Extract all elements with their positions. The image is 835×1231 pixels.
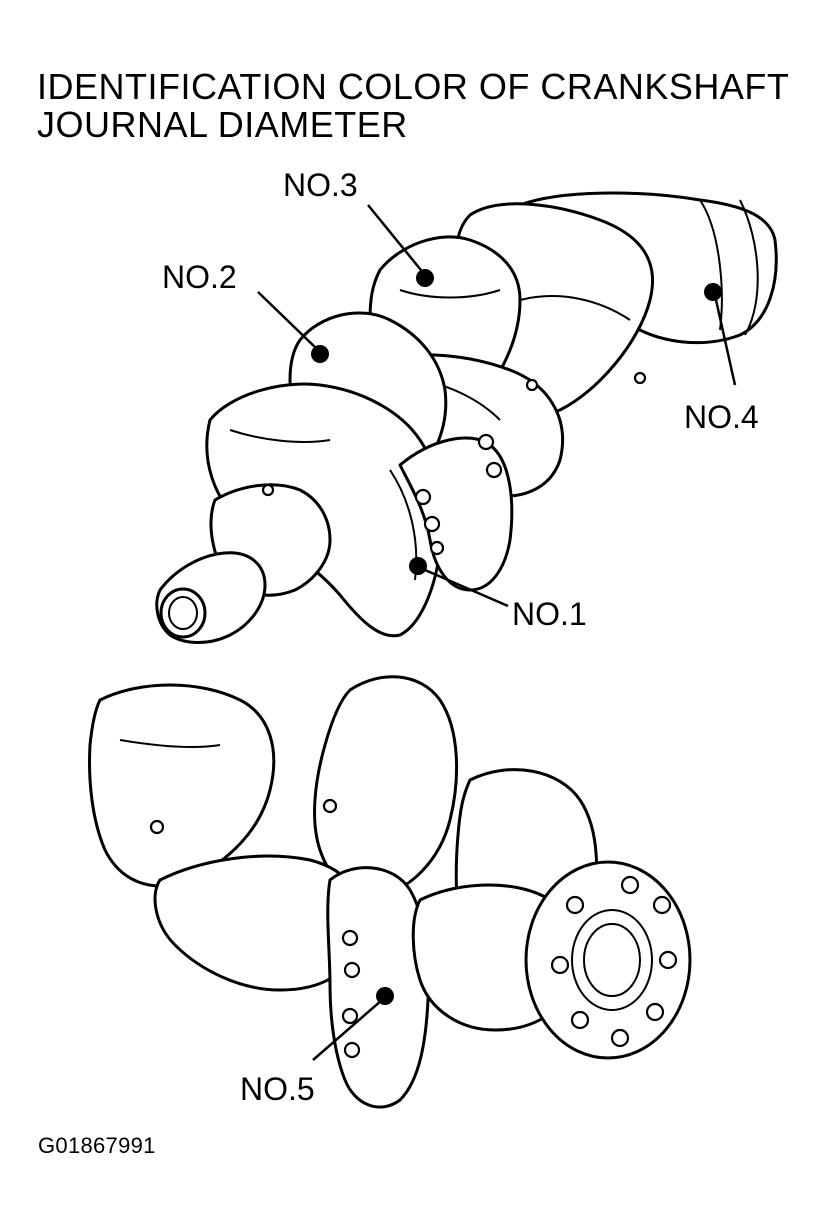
title-line-2: JOURNAL DIAMETER <box>37 104 408 145</box>
marker-no2 <box>311 345 329 363</box>
marker-no3 <box>416 269 434 287</box>
figure-id: G01867991 <box>38 1133 156 1158</box>
marker-no1 <box>409 557 427 575</box>
label-no5: NO.5 <box>240 1071 315 1107</box>
label-no4: NO.4 <box>684 399 759 435</box>
crankshaft-front-view <box>155 191 778 644</box>
label-no3: NO.3 <box>283 167 358 203</box>
diagram-title: IDENTIFICATION COLOR OF CRANKSHAFT JOURN… <box>37 68 789 144</box>
marker-no4 <box>704 283 722 301</box>
callouts <box>257 204 737 1061</box>
label-no1: NO.1 <box>512 596 587 632</box>
marker-no5 <box>376 987 394 1005</box>
crankshaft-rear-view <box>88 675 692 1109</box>
title-line-1: IDENTIFICATION COLOR OF CRANKSHAFT <box>37 66 790 107</box>
label-no2: NO.2 <box>162 259 237 295</box>
crank-web-no5 <box>326 866 430 1109</box>
crank-web-rear-mid <box>313 675 459 897</box>
